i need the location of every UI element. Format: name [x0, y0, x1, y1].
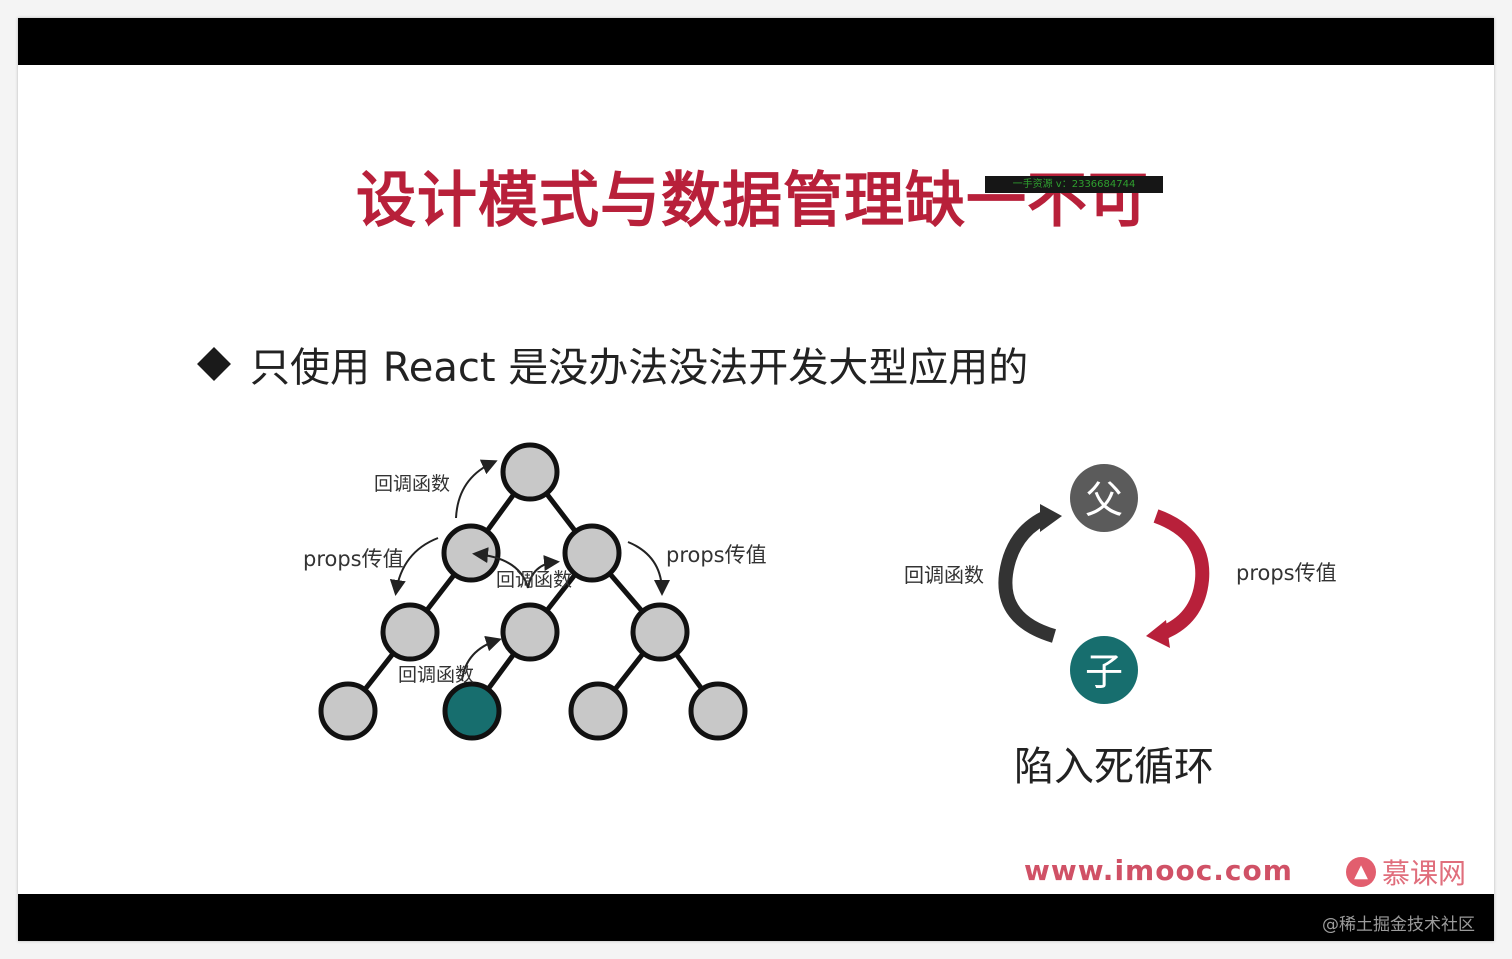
footer-url: www.imooc.com — [1024, 854, 1293, 887]
brand-logo: ▲ 慕课网 — [1346, 852, 1466, 892]
bullet-point: 只使用 React 是没办法没法开发大型应用的 — [196, 336, 1028, 392]
overlay-tag: 一手资源 v：2336684744 — [985, 176, 1163, 193]
cycle-caption: 陷入死循环 — [1014, 744, 1214, 790]
flame-icon: ▲ — [1346, 857, 1376, 887]
slide-title: 设计模式与数据管理缺一不可 — [356, 166, 1149, 236]
video-letterbox-bottom — [18, 894, 1494, 941]
video-letterbox-top — [18, 18, 1494, 65]
brand-name: 慕课网 — [1382, 857, 1467, 890]
slide-frame — [18, 18, 1494, 941]
bullet-text: 只使用 React 是没办法没法开发大型应用的 — [250, 345, 1029, 391]
watermark: @稀土掘金技术社区 — [1322, 915, 1475, 935]
diamond-bullet-icon — [197, 347, 231, 381]
